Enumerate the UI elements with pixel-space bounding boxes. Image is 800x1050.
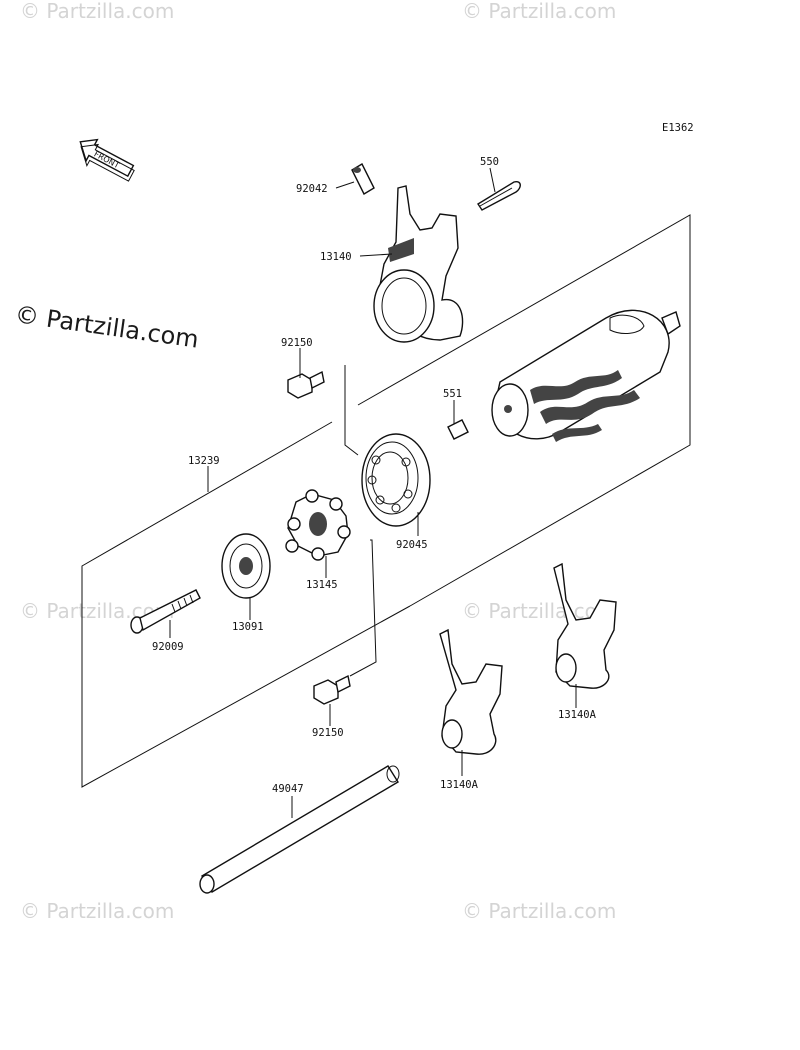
watermark-group: © Partzilla.com © Partzilla.com © Partzi… xyxy=(13,0,616,923)
part-label-92009: 92009 xyxy=(152,641,184,653)
bearing-92045 xyxy=(361,433,431,527)
watermark: © Partzilla.com xyxy=(20,0,174,23)
part-label-551: 551 xyxy=(443,388,462,400)
part-label-13140: 13140 xyxy=(320,251,352,263)
shift-fork-13140A-left xyxy=(439,628,503,755)
diagram-code: E1362 xyxy=(662,122,694,134)
part-labels: 92042 550 13140 92150 551 13239 92045 13… xyxy=(152,156,597,795)
leader-line xyxy=(344,365,359,456)
bolt-92150-bottom xyxy=(313,674,351,705)
assembly-outline xyxy=(357,214,691,607)
part-label-13239: 13239 xyxy=(188,455,220,467)
pin-551 xyxy=(447,419,469,440)
part-label-92150-top: 92150 xyxy=(281,337,313,349)
screw-92009 xyxy=(130,589,201,634)
watermark: © Partzilla.com xyxy=(462,0,616,23)
part-label-550: 550 xyxy=(480,156,499,168)
leader-line xyxy=(349,539,377,677)
watermark: © Partzilla.com xyxy=(20,899,174,923)
pin-plate-13145 xyxy=(285,489,351,561)
assembly-outline-left xyxy=(81,421,411,788)
part-label-13145: 13145 xyxy=(306,579,338,591)
shift-fork-13140A-right xyxy=(553,562,617,689)
part-label-13091: 13091 xyxy=(232,621,264,633)
part-label-49047: 49047 xyxy=(272,783,304,795)
part-label-13140A-left: 13140A xyxy=(440,779,479,791)
part-label-13140A-right: 13140A xyxy=(558,709,597,721)
part-label-92150-bottom: 92150 xyxy=(312,727,344,739)
leader-lines xyxy=(169,167,577,818)
watermark-main: © Partzilla.com xyxy=(13,300,200,354)
part-label-92042: 92042 xyxy=(296,183,328,195)
watermark: © Partzilla.com xyxy=(462,899,616,923)
pin-92042 xyxy=(351,163,375,195)
shift-fork-13140 xyxy=(373,185,464,343)
shaft-49047 xyxy=(199,765,400,894)
bolt-92150-top xyxy=(287,370,325,399)
cotter-pin-550 xyxy=(477,180,521,211)
part-label-92045: 92045 xyxy=(396,539,428,551)
front-arrow-icon: FRONT xyxy=(79,138,135,182)
shift-drum xyxy=(491,309,681,442)
cam-13091 xyxy=(221,533,271,599)
